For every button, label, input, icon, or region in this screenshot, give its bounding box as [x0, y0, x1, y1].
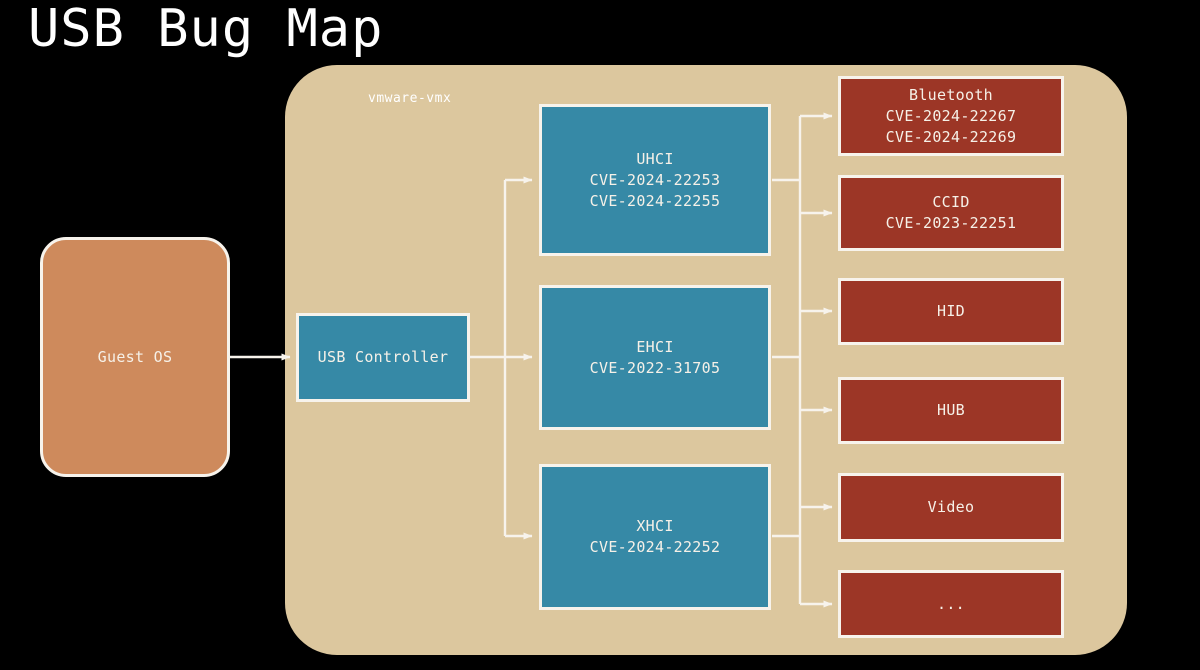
page-title: USB Bug Map	[28, 0, 384, 59]
node-ehci[interactable]: EHCI CVE-2022-31705	[539, 285, 771, 430]
node-device-more[interactable]: ...	[838, 570, 1064, 638]
node-device-hub[interactable]: HUB	[838, 377, 1064, 444]
node-device-hid[interactable]: HID	[838, 278, 1064, 345]
node-usb-controller[interactable]: USB Controller	[296, 313, 470, 402]
node-device-bluetooth[interactable]: Bluetooth CVE-2024-22267 CVE-2024-22269	[838, 76, 1064, 156]
node-guest-os[interactable]: Guest OS	[40, 237, 230, 477]
node-device-ccid[interactable]: CCID CVE-2023-22251	[838, 175, 1064, 251]
node-xhci[interactable]: XHCI CVE-2024-22252	[539, 464, 771, 610]
node-uhci[interactable]: UHCI CVE-2024-22253 CVE-2024-22255	[539, 104, 771, 256]
vmware-vmx-label: vmware-vmx	[368, 91, 452, 106]
node-device-video[interactable]: Video	[838, 473, 1064, 542]
